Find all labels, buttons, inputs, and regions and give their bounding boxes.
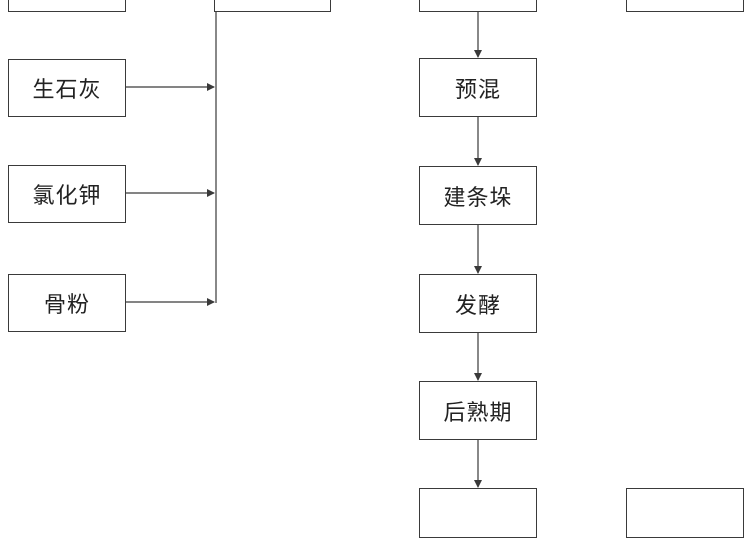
top-collector-box: [214, 0, 331, 12]
bottom-right-box: [626, 488, 744, 538]
node-premix: 预混: [419, 58, 537, 117]
top-main-box: [419, 0, 537, 12]
node-ferment: 发酵: [419, 274, 537, 333]
connector-lines: [126, 12, 482, 488]
node-potassium-chloride: 氯化钾: [8, 165, 126, 223]
node-build-pile: 建条垛: [419, 166, 537, 225]
top-right-box: [626, 0, 744, 12]
node-post-maturation: 后熟期: [419, 381, 537, 440]
node-lime: 生石灰: [8, 59, 126, 117]
node-bone-meal: 骨粉: [8, 274, 126, 332]
bottom-main-box: [419, 488, 537, 538]
top-left-box: [8, 0, 126, 12]
process-flowchart: 生石灰 氯化钾 骨粉 预混 建条垛 发酵 后熟期: [8, 0, 744, 538]
